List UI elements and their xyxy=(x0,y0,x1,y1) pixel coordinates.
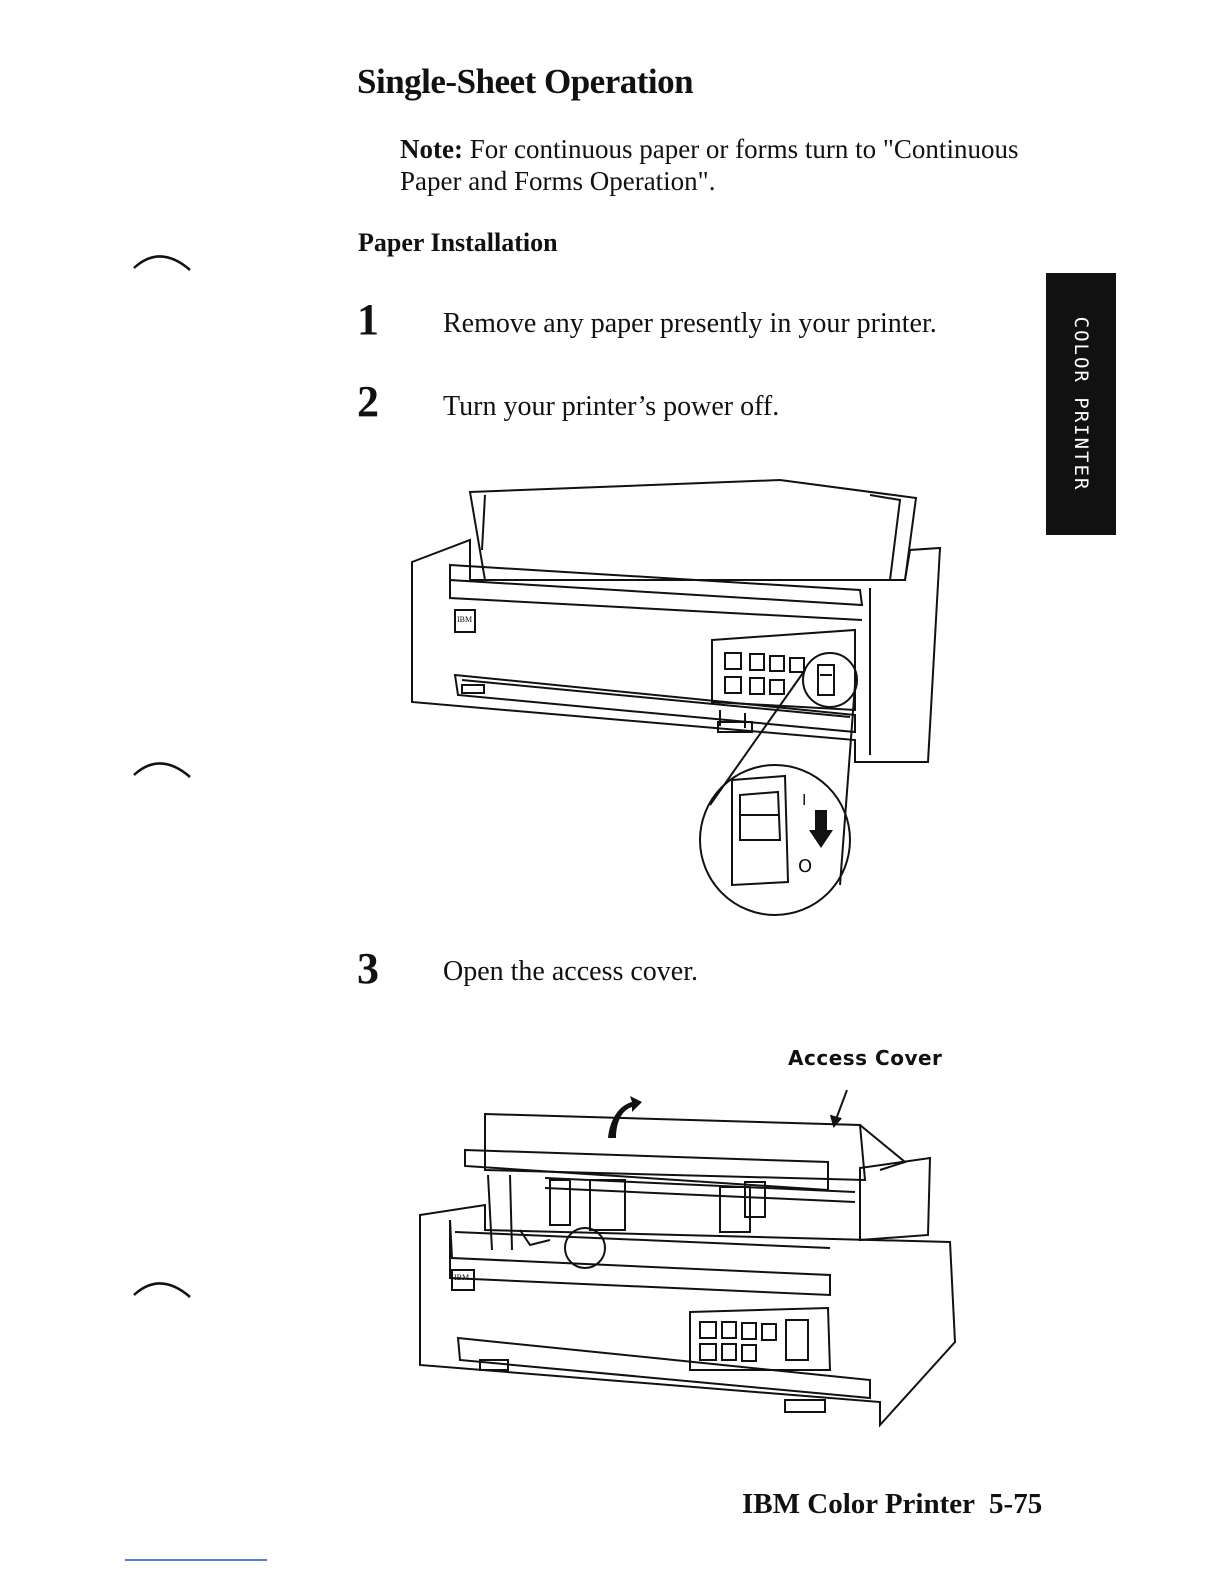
step-text-1: Remove any paper presently in your print… xyxy=(443,308,937,340)
step-text-3: Open the access cover. xyxy=(443,956,698,988)
printer-power-switch-illustration: IBM I O xyxy=(400,470,960,910)
step-number-1: 1 xyxy=(357,294,379,345)
printer-logo-text: IBM xyxy=(457,615,472,624)
power-off-symbol: O xyxy=(798,856,812,877)
page-title: Single-Sheet Operation xyxy=(357,62,693,102)
note-label: Note: xyxy=(400,134,463,164)
side-tab-label: COLOR PRINTER xyxy=(1070,317,1092,492)
access-cover-callout: Access Cover xyxy=(788,1046,942,1070)
binder-arc-bottom xyxy=(130,1275,200,1305)
footer-title: IBM Color Printer xyxy=(742,1488,975,1520)
binder-arc-top xyxy=(130,248,200,278)
section-side-tab: COLOR PRINTER xyxy=(1046,273,1116,535)
down-arrow-icon xyxy=(809,810,833,848)
printer-access-cover-illustration: IBM xyxy=(410,1080,970,1440)
step-text-2: Turn your printer’s power off. xyxy=(443,391,779,423)
power-on-symbol: I xyxy=(802,791,806,809)
note-text: For continuous paper or forms turn to "C… xyxy=(400,134,1018,196)
binder-arc-middle xyxy=(130,755,200,785)
subheading: Paper Installation xyxy=(358,228,558,258)
page-footer: IBM Color Printer 5-75 xyxy=(742,1488,1042,1521)
note-block: Note: For continuous paper or forms turn… xyxy=(400,133,1040,197)
step-number-2: 2 xyxy=(357,376,379,427)
step-number-3: 3 xyxy=(357,943,379,994)
page-number: 5-75 xyxy=(989,1488,1042,1520)
bottom-rule xyxy=(125,1559,267,1561)
printer-logo-text-2: IBM xyxy=(454,1273,469,1282)
